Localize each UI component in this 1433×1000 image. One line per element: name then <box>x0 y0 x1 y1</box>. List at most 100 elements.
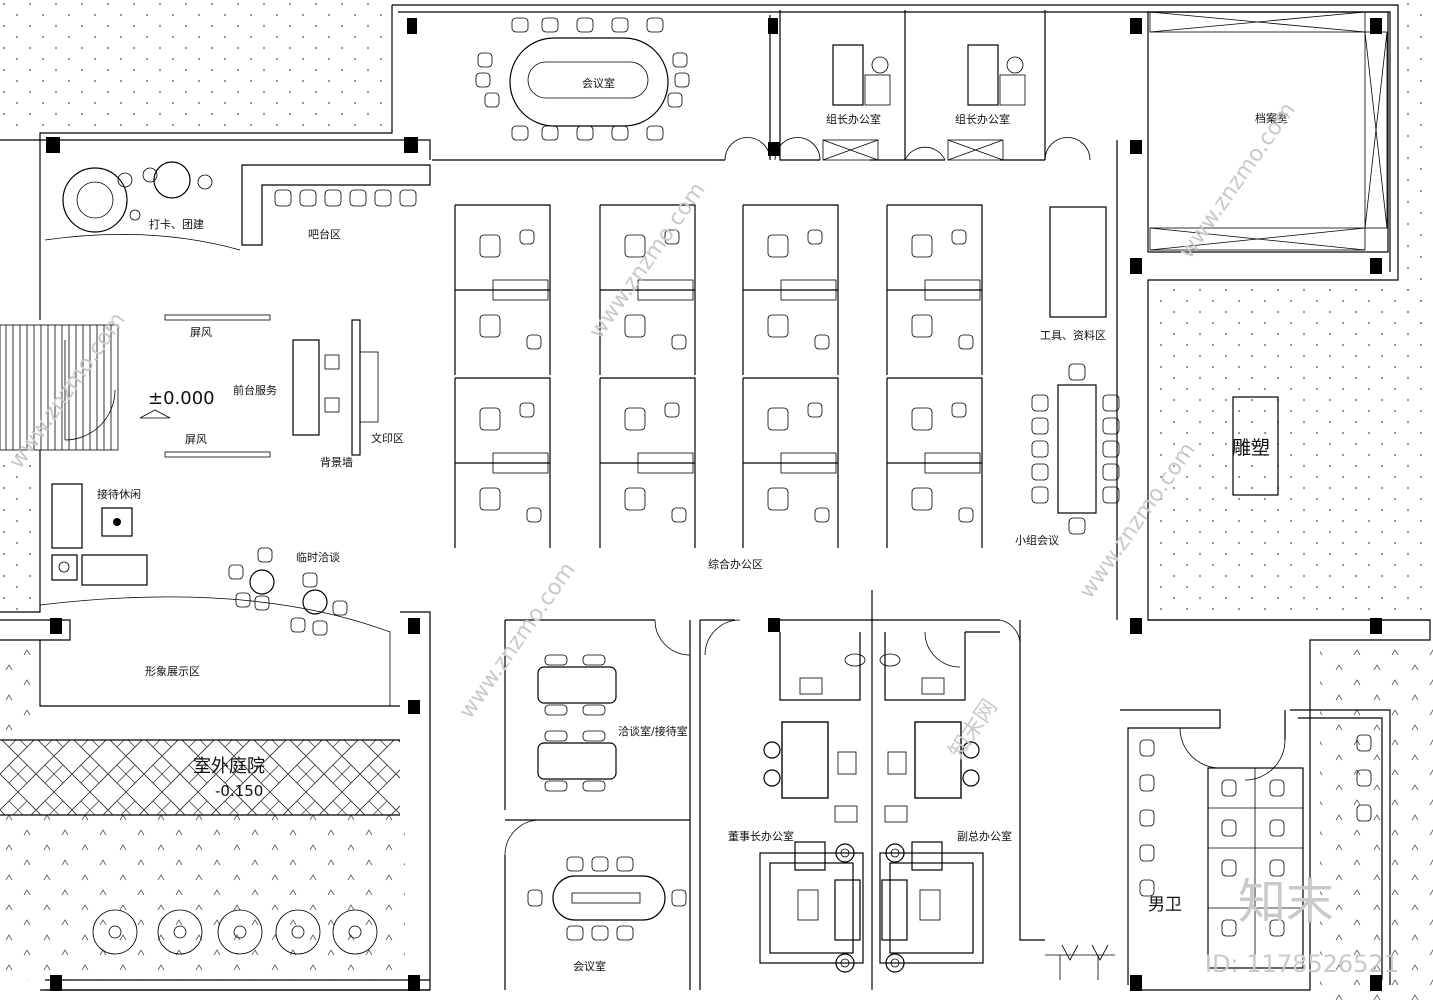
chair <box>235 592 251 608</box>
chair <box>324 189 342 207</box>
chair <box>519 229 535 245</box>
chair <box>541 17 559 33</box>
chair <box>1269 859 1285 877</box>
watermark-site-cn: 知末网 <box>944 695 1002 763</box>
paving-courtyard <box>0 740 400 815</box>
chair <box>624 487 646 511</box>
chair <box>951 402 967 418</box>
desk-return <box>492 279 549 301</box>
chair <box>274 189 292 207</box>
label-archive: 档案室 <box>1255 111 1288 125</box>
sculpture <box>1232 396 1279 496</box>
desk-return <box>492 452 549 474</box>
chair <box>582 730 606 742</box>
label-indoor-level: ±0.000 <box>148 388 215 409</box>
chair <box>1031 417 1049 435</box>
desk-return <box>637 452 694 474</box>
garden-top-right <box>1400 0 1433 330</box>
label-leader-office-2: 组长办公室 <box>955 112 1010 126</box>
tree-canopy <box>332 909 378 955</box>
chair <box>1068 363 1086 381</box>
desk-return <box>780 279 837 301</box>
chair <box>1102 440 1120 458</box>
chair <box>544 780 568 792</box>
chair <box>1356 804 1372 822</box>
chair <box>624 234 646 258</box>
label-image-display: 形象展示区 <box>145 665 200 678</box>
chair <box>1102 486 1120 504</box>
chair <box>511 17 529 33</box>
label-temp-talk: 临时洽谈 <box>296 550 340 564</box>
label-negotiation: 洽谈室/接待室 <box>618 724 688 738</box>
chair <box>1102 394 1120 412</box>
label-reception-lounge: 接待休闲 <box>97 487 141 501</box>
chair <box>624 407 646 431</box>
tree-canopy <box>157 909 203 955</box>
chair <box>1139 739 1155 757</box>
garden-left-strip <box>0 450 40 610</box>
chair <box>544 654 568 666</box>
tree-trunk <box>233 925 247 939</box>
chair <box>1269 919 1285 937</box>
chair <box>671 334 687 350</box>
bottom-meeting-room <box>527 856 687 941</box>
label-open-office: 综合办公区 <box>708 557 763 571</box>
chair <box>1031 463 1049 481</box>
chair <box>541 125 559 141</box>
entrance-stairs <box>0 324 119 451</box>
chair <box>312 620 328 636</box>
chair <box>767 314 789 338</box>
chair <box>479 314 501 338</box>
chair <box>374 189 392 207</box>
chair <box>302 572 318 588</box>
label-courtyard-level: -0.150 <box>215 782 263 800</box>
watermark-id: ID: 1178526521 <box>1205 950 1399 978</box>
courtyard-trees <box>92 909 378 955</box>
label-print-area: 文印区 <box>371 431 404 445</box>
chair <box>911 487 933 511</box>
lawn-bottom-right <box>1320 640 1433 1000</box>
chair <box>1139 844 1155 862</box>
watermark-site-4: www.znzmo.com <box>1174 98 1300 263</box>
open-office-workstations <box>454 204 983 548</box>
chair <box>399 189 417 207</box>
chair <box>1356 769 1372 787</box>
chair <box>477 52 493 68</box>
label-meeting-top: 会议室 <box>582 76 615 90</box>
label-sculpture: 雕塑 <box>1232 437 1270 459</box>
chair <box>519 402 535 418</box>
chair <box>664 229 680 245</box>
chair <box>1221 859 1237 877</box>
chair <box>958 507 974 523</box>
lounge-area <box>39 483 391 706</box>
tree-canopy <box>275 909 321 955</box>
chair <box>544 704 568 716</box>
desk-return <box>780 452 837 474</box>
lawn-bottom-left <box>0 815 405 980</box>
watermark-site-5: www.znzmo.com <box>4 308 130 473</box>
chair <box>958 334 974 350</box>
archive-room <box>1147 11 1389 253</box>
label-tools-docs: 工具、资料区 <box>1040 328 1106 342</box>
watermark-site-1: www.znzmo.com <box>584 178 710 343</box>
label-group-meeting: 小组会议 <box>1015 533 1059 547</box>
chair <box>646 17 664 33</box>
tree-canopy <box>92 909 138 955</box>
bar-area <box>241 164 431 246</box>
tree-trunk <box>348 925 362 939</box>
chair <box>814 507 830 523</box>
chair <box>591 856 609 872</box>
watermark-site-2: www.znzmo.com <box>454 558 580 723</box>
chair <box>576 125 594 141</box>
chair <box>290 617 306 633</box>
chair <box>591 925 609 941</box>
chair <box>349 189 367 207</box>
chair <box>254 595 270 611</box>
chair <box>646 125 664 141</box>
chair <box>616 856 634 872</box>
chair <box>299 189 317 207</box>
chair <box>484 92 500 108</box>
label-screen-2: 屏风 <box>185 433 207 446</box>
chair <box>1269 819 1285 837</box>
label-vp-office: 副总办公室 <box>957 829 1012 843</box>
